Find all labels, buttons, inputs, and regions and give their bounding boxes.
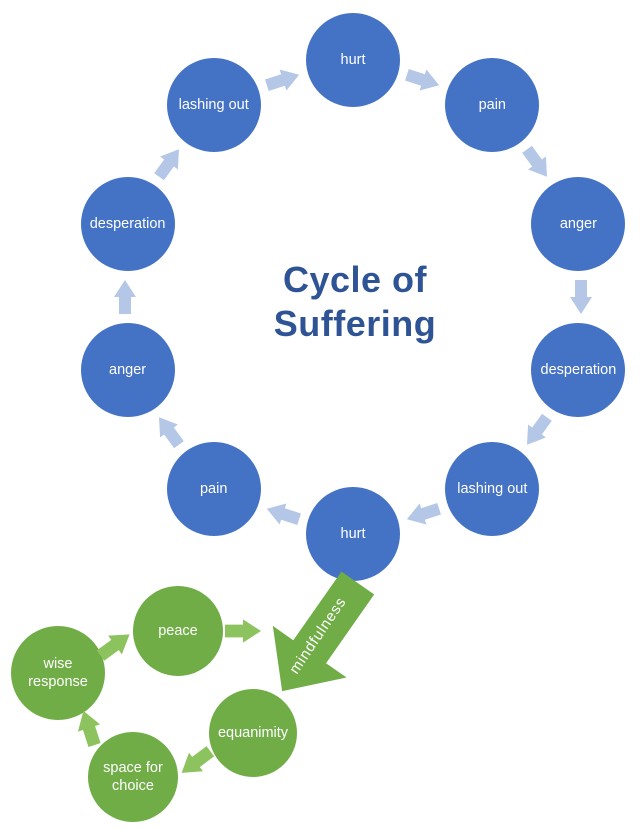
freedom-node-label: equanimity: [217, 724, 289, 741]
suffering-cycle-arrow-icon: [263, 63, 303, 96]
suffering-node-label: desperation: [89, 215, 166, 232]
suffering-node-label: lashing out: [178, 97, 249, 114]
suffering-cycle-arrow-icon: [149, 410, 188, 452]
suffering-node-label: desperation: [540, 362, 617, 379]
suffering-node-9: desperation: [80, 176, 175, 271]
title-line-1: Cycle of: [282, 259, 428, 300]
freedom-node-space-for-choice: space for choice: [88, 732, 178, 822]
suffering-cycle-arrow-icon: [518, 142, 557, 184]
suffering-node-label: anger: [109, 362, 147, 379]
title-line-2: Suffering: [273, 303, 437, 344]
suffering-node-label: pain: [478, 97, 506, 114]
suffering-node-6: hurt: [306, 487, 400, 581]
suffering-node-label: hurt: [340, 525, 366, 542]
suffering-node-5: lashing out: [445, 441, 540, 536]
freedom-node-peace: peace: [133, 586, 223, 676]
suffering-cycle-arrow-icon: [404, 63, 444, 96]
freedom-cycle-arrow-icon: [174, 741, 218, 783]
freedom-node-label: wise response: [28, 655, 88, 690]
freedom-node-equanimity: equanimity: [209, 689, 297, 777]
freedom-node-label: space for choice: [103, 759, 163, 794]
suffering-node-label: hurt: [340, 51, 366, 68]
suffering-node-2: pain: [445, 58, 540, 153]
suffering-cycle-arrow-icon: [518, 410, 557, 452]
suffering-node-10: lashing out: [166, 58, 261, 153]
suffering-node-7: pain: [166, 441, 261, 536]
freedom-cycle-arrow-icon: [225, 618, 261, 644]
suffering-node-4: desperation: [531, 323, 626, 418]
mindfulness-arrow-icon: [245, 557, 394, 717]
suffering-node-label: lashing out: [457, 480, 528, 497]
suffering-cycle-arrow-icon: [569, 280, 593, 314]
suffering-node-label: anger: [559, 215, 597, 232]
freedom-node-label: peace: [158, 622, 198, 639]
freedom-cycle-arrow-icon: [71, 707, 107, 749]
suffering-cycle-arrow-icon: [263, 497, 303, 530]
suffering-node-8: anger: [80, 323, 175, 418]
suffering-node-3: anger: [531, 176, 626, 271]
freedom-node-wise-response: wise response: [11, 626, 105, 720]
suffering-node-label: pain: [199, 480, 228, 497]
freedom-cycle-arrow-icon: [93, 624, 137, 666]
suffering-cycle-arrow-icon: [404, 497, 444, 530]
suffering-cycle-arrow-icon: [113, 280, 137, 314]
diagram-title: Cycle of Suffering: [255, 258, 455, 346]
suffering-cycle-arrow-icon: [149, 142, 188, 184]
suffering-node-1: hurt: [306, 13, 400, 107]
